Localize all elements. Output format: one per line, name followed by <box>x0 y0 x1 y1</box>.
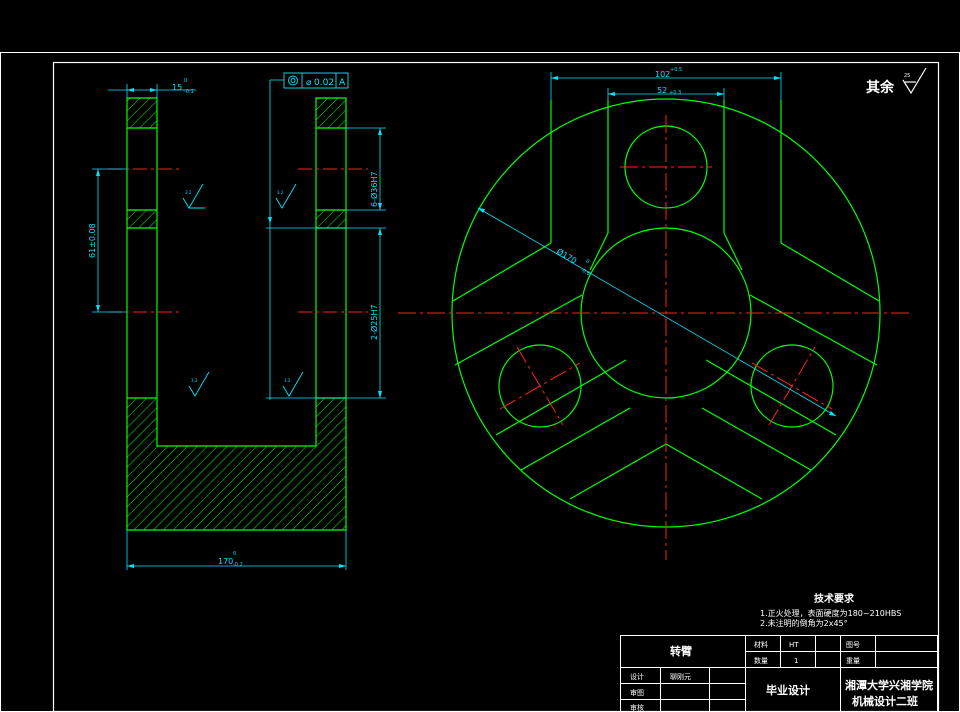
class-name: 机械设计二班 <box>852 694 918 708</box>
drawing-no-label: 图号 <box>846 641 860 649</box>
dim-slot-inner-tol: +0.3 <box>669 90 681 96</box>
dim-vertical-spacing: 61±0.08 <box>88 223 97 258</box>
dim-bottom-width-lower: -0.2 <box>233 562 243 568</box>
ra-2: 3.2 <box>277 190 284 195</box>
quantity-value: 1 <box>794 657 798 665</box>
flatness-frame: ⌀ 0.02 A <box>283 72 349 89</box>
quantity-label: 数量 <box>754 656 768 665</box>
hatch-mid-left <box>127 210 157 228</box>
weight-label: 重量 <box>846 657 860 665</box>
hatch-top-left <box>127 98 157 128</box>
dim-circle-tol-upper: 0 <box>584 258 590 265</box>
ra-1: 3.2 <box>185 190 192 195</box>
section-view: ⌀ 0.02 A 15 0 -0.1 170 0 -0.2 61±0.08 6-… <box>88 72 386 570</box>
title-block: 转臂 材料 HT 图号 数量 1 重量 设计 聊刚元 审图 审核 毕业设计 湘潭… <box>620 635 938 712</box>
front-view: 102 +0.5 52 +0.3 Ø170 0 -0.6 <box>398 67 910 560</box>
tech-requirements: 技术要求 1.正火处理，表面硬度为180~210HBS 2.未注明的倒角为2x4… <box>760 592 901 628</box>
datum-label: A <box>339 78 346 88</box>
ra-4: 3.2 <box>284 378 291 383</box>
flatness-value: 0.02 <box>314 78 334 88</box>
dim-bottom-width-upper: 0 <box>233 551 236 557</box>
general-roughness: 其余 25 <box>866 67 927 96</box>
hatch-top-right <box>316 98 346 128</box>
school-name: 湘潭大学兴湘学院 <box>845 678 933 692</box>
dim-top-width-lower: -0.1 <box>184 89 194 95</box>
hatch-base <box>127 398 346 530</box>
part-name: 转臂 <box>670 644 692 658</box>
tech-title: 技术要求 <box>814 592 855 605</box>
dim-circle-tol-lower: -0.6 <box>579 267 590 277</box>
dim-slot-inner: 52 <box>657 86 667 95</box>
designer-label: 设计 <box>630 672 644 681</box>
dim-hole-small: 6-Ø36H7 <box>369 171 379 207</box>
tech-line-1: 1.正火处理，表面硬度为180~210HBS <box>760 608 901 618</box>
approver-label: 审核 <box>630 703 644 712</box>
material-label: 材料 <box>754 640 768 649</box>
project-label: 毕业设计 <box>766 683 810 697</box>
dim-slot-outer-tol: +0.5 <box>670 67 682 73</box>
dim-circle-diameter: Ø170 <box>555 246 579 265</box>
tech-line-2: 2.未注明的倒角为2x45° <box>760 618 848 628</box>
reviewer-label: 审图 <box>630 688 644 697</box>
hatch-mid-right <box>316 210 346 228</box>
material-value: HT <box>789 641 799 649</box>
dim-slot-outer: 102 <box>655 70 670 79</box>
dim-bottom-width: 170 <box>218 557 233 566</box>
roughness-label: 其余 <box>866 79 895 96</box>
ra-3: 3.2 <box>191 378 198 383</box>
dim-top-width: 15 <box>172 83 182 92</box>
roughness-value: 25 <box>904 73 910 79</box>
dim-hole-large: 2-Ø25H7 <box>369 304 379 340</box>
dim-top-width-upper: 0 <box>184 78 187 84</box>
designer-name: 聊刚元 <box>670 672 691 681</box>
svg-text:⌀: ⌀ <box>306 78 312 88</box>
